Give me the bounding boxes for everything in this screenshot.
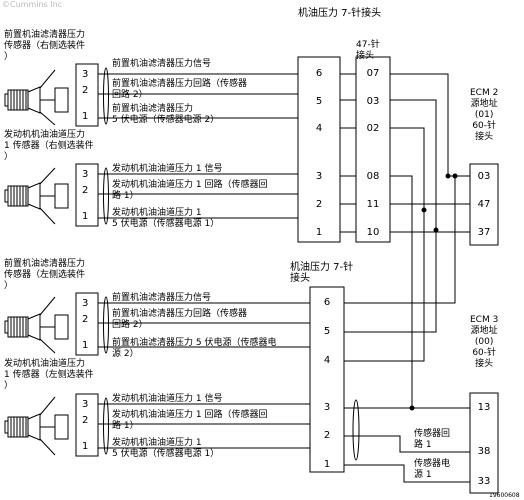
- sensor-label-1: 前置机油滤清器压力 传感器（右侧选装件 ）: [4, 30, 86, 62]
- wire-label-3c: 前置机油滤清器压力 5 伏电源（传感器电 源 2）: [112, 338, 277, 359]
- oil7-bottom-pin-1: 1: [323, 459, 331, 470]
- ecm2-pin-47: 47: [477, 199, 491, 210]
- c47-pin-03: 03: [366, 96, 380, 107]
- figure-code: 19600608: [489, 492, 520, 499]
- wires-group-4: [98, 397, 470, 483]
- wire-label-4c: 发动机机油油道压力 1 5 伏电源（传感器电源 1）: [112, 438, 220, 459]
- s4-pin-3: 3: [82, 399, 89, 410]
- wire-label-4a: 发动机机油油道压力 1 信号: [112, 394, 223, 404]
- oil7-top-pin-1: 1: [315, 227, 323, 238]
- ecm2-pin-37: 37: [477, 227, 491, 238]
- sensor-icon-4: [4, 396, 69, 456]
- wire-label-4b: 发动机机油油道压力 1 回路（传感器回 路 1）: [112, 410, 268, 431]
- ecm3-note-sensor-supply: 传感器电 源 1: [414, 459, 451, 480]
- oil7-top-pin-4: 4: [315, 123, 323, 134]
- wire-label-3b: 前置机油滤清器压力回路（传感器 回路 2）: [112, 309, 248, 330]
- sensor-label-3: 前置机油滤清器压力 传感器（左侧选装件 ）: [4, 259, 86, 291]
- c47-pin-08: 08: [366, 171, 380, 182]
- c47-connector: [355, 56, 391, 243]
- wire-label-2b: 发动机机油油道压力 1 回路（传感器回 路 1）: [112, 180, 268, 201]
- ecm3-pin-33: 33: [477, 476, 491, 487]
- sensor-icon-2: [4, 167, 69, 225]
- s4-pin-1: 1: [82, 441, 89, 452]
- oil7-bottom-pin-5: 5: [323, 326, 331, 337]
- sensor-label-2: 发动机机油油道压力 1 传感器（右侧选装件 ）: [4, 130, 94, 162]
- ecm3-note-sensor-return: 传感器回 路 1: [414, 429, 451, 450]
- oil7-bottom-connector: [309, 286, 345, 473]
- sensor-label-4: 发动机机油油道压力 1 传感器（左侧选装件 ）: [4, 359, 94, 391]
- oil7-top-pin-3: 3: [315, 171, 323, 182]
- watermark: ©Cummins Inc: [2, 0, 63, 9]
- ecm2-pin-03: 03: [477, 171, 491, 182]
- sensor-icon-1: [4, 69, 69, 126]
- s1-pin-1: 1: [82, 111, 89, 122]
- sensor-icon-3: [4, 296, 69, 354]
- oil7-top-connector: [297, 56, 341, 243]
- splice-dots: [409, 173, 458, 411]
- s2-pin-3: 3: [82, 169, 89, 180]
- wire-label-1c: 前置机油滤清器压力 5 伏电源（传感器电源 2）: [112, 104, 220, 125]
- s2-pin-2: 2: [82, 185, 89, 196]
- oil7-bottom-pin-2: 2: [323, 430, 331, 441]
- c47-pin-10: 10: [366, 227, 380, 238]
- sensor-connector-2: [75, 163, 99, 227]
- sensor-connector-4: [75, 393, 99, 457]
- oil7-bottom-pin-3: 3: [323, 402, 331, 413]
- ecm2-title: ECM 2 源地址 (01) 60-针 接头: [470, 88, 499, 142]
- oil7-top-pin-5: 5: [315, 96, 323, 107]
- c47-pin-07: 07: [366, 68, 380, 79]
- s1-pin-3: 3: [82, 69, 89, 80]
- oil7-top-pin-2: 2: [315, 199, 323, 210]
- wire-label-2a: 发动机机油油道压力 1 信号: [112, 164, 223, 174]
- wire-label-1a: 前置机油滤清器压力信号: [112, 59, 212, 69]
- s4-pin-2: 2: [82, 415, 89, 426]
- wires-group-2: [98, 167, 470, 409]
- c47-pin-11: 11: [366, 199, 380, 210]
- wires-group-3: [98, 176, 456, 362]
- s3-pin-1: 1: [82, 340, 89, 351]
- s3-pin-3: 3: [82, 298, 89, 309]
- ecm3-connector: [469, 392, 499, 494]
- s1-pin-2: 2: [82, 85, 89, 96]
- s3-pin-2: 2: [82, 314, 89, 325]
- sensor-connector-1: [75, 63, 99, 127]
- sensor-connector-3: [75, 292, 99, 356]
- ecm2-connector: [469, 163, 499, 246]
- wires-group-1: [98, 67, 470, 230]
- c47-title: 47-针 接头: [356, 40, 380, 61]
- c47-pin-02: 02: [366, 123, 380, 134]
- s2-pin-1: 1: [82, 211, 89, 222]
- oil7-bottom-title: 机油压力 7-针 接头: [290, 262, 354, 284]
- ecm3-pin-38: 38: [477, 446, 491, 457]
- ecm3-pin-13: 13: [477, 402, 491, 413]
- oil7-top-title: 机油压力 7-针接头: [298, 8, 382, 19]
- wire-label-2c: 发动机机油油道压力 1 5 伏电源（传感器电源 1）: [112, 208, 220, 229]
- oil7-bottom-pin-6: 6: [323, 297, 331, 308]
- ecm3-title: ECM 3 源地址 (00) 60-针 接头: [470, 315, 499, 369]
- wire-label-3a: 前置机油滤清器压力信号: [112, 293, 212, 303]
- oil7-bottom-pin-4: 4: [323, 355, 331, 366]
- wire-label-1b: 前置机油滤清器压力回路（传感器 回路 2）: [112, 79, 248, 100]
- oil7-top-pin-6: 6: [315, 68, 323, 79]
